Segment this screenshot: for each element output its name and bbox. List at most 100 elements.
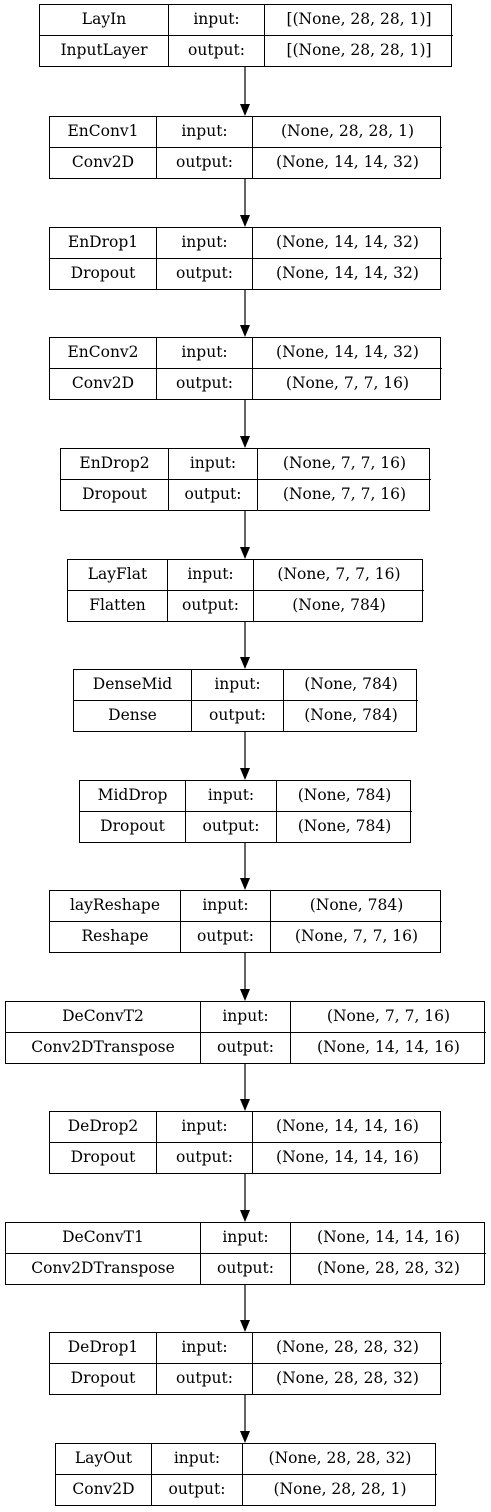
output-label: output: xyxy=(157,147,253,178)
input-shape: (None, 784) xyxy=(277,781,412,812)
layer-name: DeDrop1 xyxy=(50,1333,157,1364)
input-label: input: xyxy=(201,1002,291,1033)
layer-name: EnConv1 xyxy=(50,117,157,148)
arrow-head xyxy=(240,1099,250,1111)
input-shape: (None, 7, 7, 16) xyxy=(254,560,424,591)
arrow-head xyxy=(240,104,250,116)
input-shape: (None, 14, 14, 32) xyxy=(253,338,442,369)
output-shape: (None, 14, 14, 32) xyxy=(276,264,419,282)
output-shape: (None, 7, 7, 16) xyxy=(294,927,419,945)
layer-name: DeConvT2 xyxy=(6,1002,201,1033)
input-shape: (None, 784) xyxy=(284,670,418,701)
layer-type: Reshape xyxy=(50,921,181,952)
layer-name: DenseMid xyxy=(74,670,192,701)
input-shape: (None, 14, 14, 16) xyxy=(291,1223,486,1254)
output-label: output: xyxy=(152,1474,243,1505)
output-shape: (None, 28, 28, 1) xyxy=(273,1480,407,1498)
output-label: output: xyxy=(192,700,284,731)
input-label: input: xyxy=(157,1333,253,1364)
input-shape: (None, 28, 28, 32) xyxy=(243,1444,437,1475)
layer-type: Dropout xyxy=(50,1142,157,1173)
output-shape: (None, 7, 7, 16) xyxy=(285,374,410,392)
input-label: input: xyxy=(169,449,258,480)
layer-type: Conv2D xyxy=(50,147,157,178)
layer-type: Flatten xyxy=(68,590,168,621)
output-label: output: xyxy=(157,1363,253,1394)
layer-type: Conv2DTranspose xyxy=(6,1032,201,1063)
layer-name: MidDrop xyxy=(80,781,186,812)
arrow-head xyxy=(240,436,250,448)
layer-name: LayIn xyxy=(40,5,169,36)
output-label: output: xyxy=(168,590,254,621)
arrow-head xyxy=(240,325,250,337)
input-label: input: xyxy=(169,5,265,36)
layer-name: LayOut xyxy=(56,1444,152,1475)
input-label: input: xyxy=(192,670,284,701)
output-label: output: xyxy=(157,258,253,289)
arrow-head xyxy=(240,768,250,780)
layer-name: layReshape xyxy=(50,891,181,922)
input-shape: (None, 28, 28, 32) xyxy=(253,1333,442,1364)
input-label: input: xyxy=(186,781,277,812)
layer-type: InputLayer xyxy=(40,35,169,66)
output-shape: (None, 28, 28, 32) xyxy=(317,1259,460,1277)
layer-type: Conv2D xyxy=(56,1474,152,1505)
input-label: input: xyxy=(157,228,253,259)
output-shape: (None, 14, 14, 16) xyxy=(276,1148,419,1166)
arrow-head xyxy=(240,1431,250,1443)
input-shape: (None, 14, 14, 32) xyxy=(253,228,442,259)
output-label: output: xyxy=(201,1032,291,1063)
layer-type: Dropout xyxy=(80,811,186,842)
input-shape: [(None, 28, 28, 1)] xyxy=(265,5,453,36)
layer-name: DeConvT1 xyxy=(6,1223,201,1254)
layer-type: Dropout xyxy=(50,258,157,289)
output-shape: [(None, 28, 28, 1)] xyxy=(286,41,432,59)
layer-name: DeDrop2 xyxy=(50,1112,157,1143)
layer-type: Dense xyxy=(74,700,192,731)
output-label: output: xyxy=(169,479,258,510)
input-label: input: xyxy=(168,560,254,591)
arrow-head xyxy=(240,657,250,669)
output-label: output: xyxy=(157,368,253,399)
output-shape: (None, 14, 14, 32) xyxy=(276,153,419,171)
input-label: input: xyxy=(181,891,271,922)
output-shape: (None, 784) xyxy=(304,706,398,724)
arrow-head xyxy=(240,1320,250,1332)
input-shape: (None, 28, 28, 1) xyxy=(253,117,442,148)
layer-name: EnConv2 xyxy=(50,338,157,369)
input-label: input: xyxy=(201,1223,291,1254)
output-label: output: xyxy=(157,1142,253,1173)
input-label: input: xyxy=(152,1444,243,1475)
arrow-head xyxy=(240,215,250,227)
input-shape: (None, 14, 14, 16) xyxy=(253,1112,442,1143)
output-shape: (None, 784) xyxy=(292,596,386,614)
output-label: output: xyxy=(169,35,265,66)
arrow-head xyxy=(240,989,250,1001)
input-label: input: xyxy=(157,338,253,369)
layer-name: LayFlat xyxy=(68,560,168,591)
output-label: output: xyxy=(186,811,277,842)
input-label: input: xyxy=(157,117,253,148)
input-shape: (None, 7, 7, 16) xyxy=(291,1002,486,1033)
arrow-head xyxy=(240,878,250,890)
input-shape: (None, 7, 7, 16) xyxy=(258,449,431,480)
layer-name: EnDrop1 xyxy=(50,228,157,259)
output-shape: (None, 7, 7, 16) xyxy=(282,485,407,503)
input-label: input: xyxy=(157,1112,253,1143)
output-shape: (None, 784) xyxy=(297,817,392,835)
input-shape: (None, 784) xyxy=(271,891,442,922)
